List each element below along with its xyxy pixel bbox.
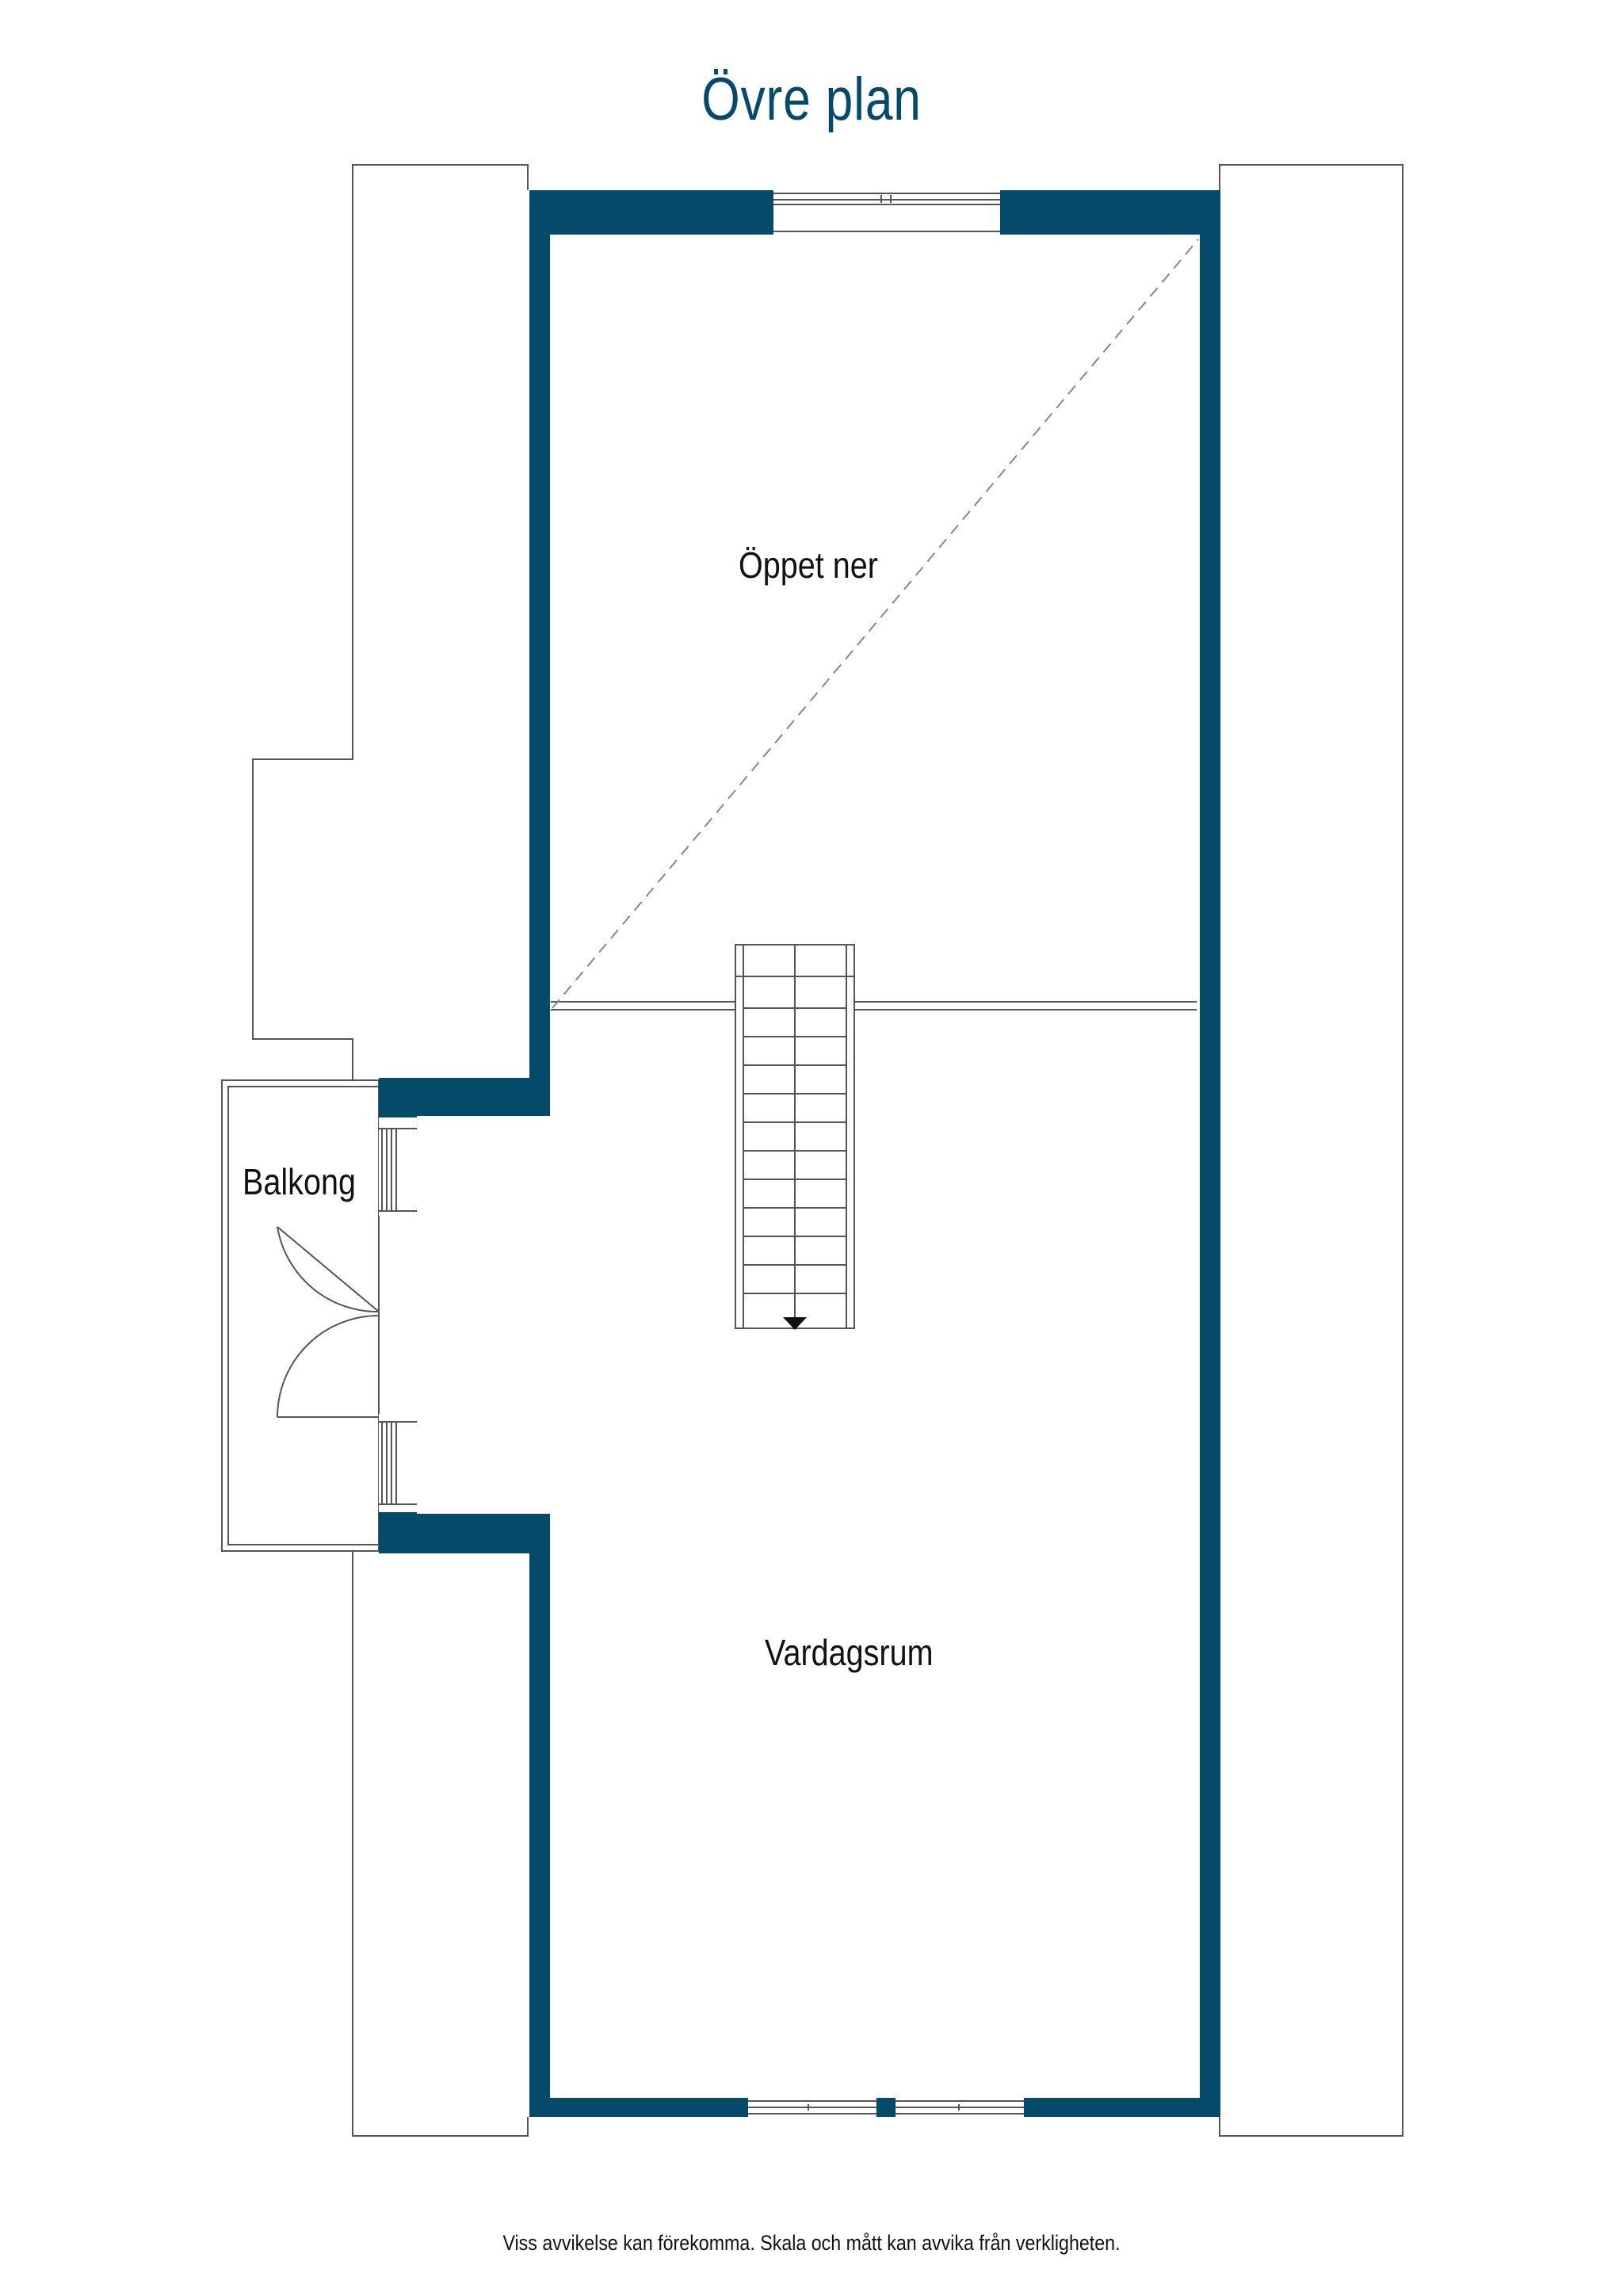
railing-right bbox=[854, 1001, 1197, 1010]
balcony-outline-inner bbox=[227, 1086, 380, 1545]
stair-treads bbox=[735, 945, 854, 1328]
balcony-door-leaf-top bbox=[277, 1226, 380, 1312]
balcony-outline bbox=[221, 1079, 380, 1552]
left-roof-outline-lower bbox=[352, 1551, 529, 2137]
balcony-door-swing-top bbox=[277, 1226, 380, 1313]
balcony-door-swing-bottom bbox=[277, 1315, 380, 1418]
disclaimer-text: Viss avvikelse kan förekomma. Skala och … bbox=[502, 2231, 1121, 2255]
room-label-living-room: Vardagsrum bbox=[765, 1632, 934, 1673]
window-top bbox=[773, 190, 1000, 235]
window-side-upper bbox=[379, 1117, 417, 1216]
stair-direction-arrow-icon bbox=[783, 1317, 807, 1330]
right-roof-outline-top bbox=[1219, 164, 1403, 2137]
window-side-lower bbox=[379, 1414, 417, 1512]
room-label-open-below: Öppet ner bbox=[739, 544, 878, 586]
plan-title: Övre plan bbox=[701, 66, 922, 133]
room-label-balcony: Balkong bbox=[242, 1161, 356, 1202]
open-below-diagonal bbox=[552, 239, 1199, 1009]
railing-left bbox=[551, 1001, 736, 1010]
left-roof-outline bbox=[252, 164, 529, 1080]
exterior-walls bbox=[379, 190, 1220, 2117]
